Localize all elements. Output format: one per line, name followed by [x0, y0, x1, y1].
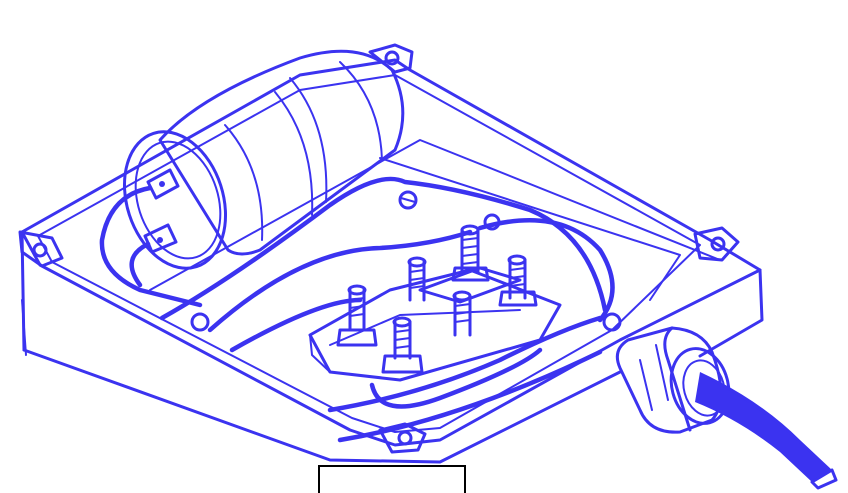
terminal-stud: [451, 224, 490, 282]
terminal-stud: [452, 290, 472, 337]
cable-gland: [615, 326, 731, 434]
cable: [695, 372, 838, 490]
terminal-block: [308, 213, 562, 382]
terminal-stud: [381, 316, 424, 374]
terminal-stud: [498, 254, 538, 307]
capacitor: [122, 49, 405, 270]
label-box: [318, 465, 466, 493]
ring-terminal: [483, 213, 501, 231]
wires: [99, 176, 615, 443]
terminal-stud: [407, 256, 427, 302]
terminal-stud: [336, 284, 378, 347]
